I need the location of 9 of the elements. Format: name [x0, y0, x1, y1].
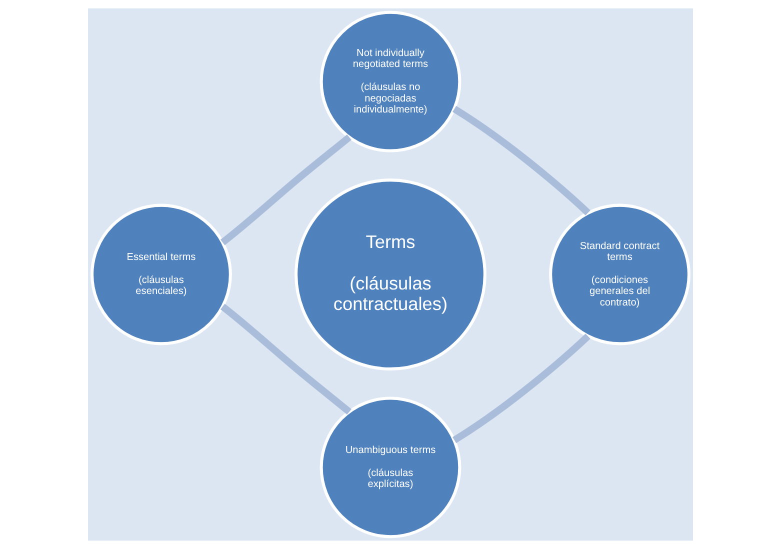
node-circle: Unambiguous terms (cláusulas explícitas): [320, 396, 462, 538]
node-circle: Essential terms (cláusulas esenciales): [90, 204, 232, 346]
node-circle: Standard contract terms (condiciones generales del contrato): [549, 204, 690, 346]
connector: [220, 304, 352, 415]
node-circle: Terms (cláusulas contractuales): [294, 178, 486, 370]
connector: [452, 334, 590, 444]
connector: [452, 106, 590, 216]
node-circle: Not individually negotiated terms (cláusulas no negociadas individualmente): [320, 10, 462, 152]
connector: [220, 134, 352, 246]
